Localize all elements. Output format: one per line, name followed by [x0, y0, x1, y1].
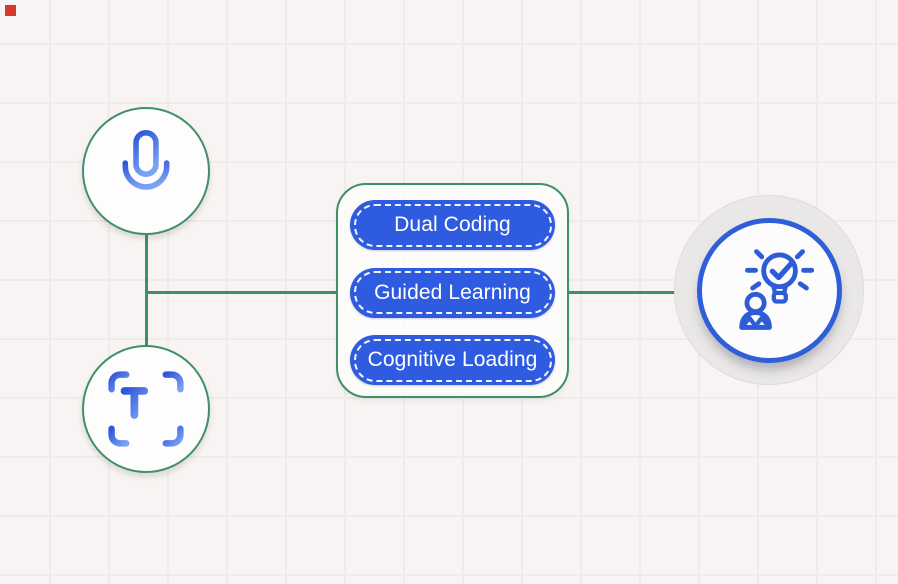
idea-person-icon — [721, 241, 817, 339]
pill-dual-coding-label: Dual Coding — [394, 213, 511, 236]
pill-dual-coding[interactable]: Dual Coding — [350, 200, 555, 250]
pill-cognitive-loading[interactable]: Cognitive Loading — [350, 335, 555, 385]
pill-cognitive-loading-label: Cognitive Loading — [367, 348, 538, 371]
connector-left-to-methods — [146, 291, 337, 294]
connector-methods-to-learner — [568, 291, 675, 294]
node-text-scan[interactable] — [82, 345, 210, 473]
text-scan-icon — [103, 366, 189, 452]
microphone-icon — [106, 128, 186, 214]
node-learner[interactable] — [674, 195, 864, 385]
node-methods-box[interactable]: Dual Coding Guided Learning Cognitive Lo… — [336, 183, 569, 398]
pill-guided-learning-label: Guided Learning — [374, 280, 531, 304]
pill-guided-learning[interactable]: Guided Learning — [350, 267, 555, 318]
learner-inner-circle — [696, 217, 842, 363]
node-voice-input[interactable] — [82, 107, 210, 235]
connector-voice-scan — [145, 234, 148, 346]
red-marker — [5, 5, 16, 16]
